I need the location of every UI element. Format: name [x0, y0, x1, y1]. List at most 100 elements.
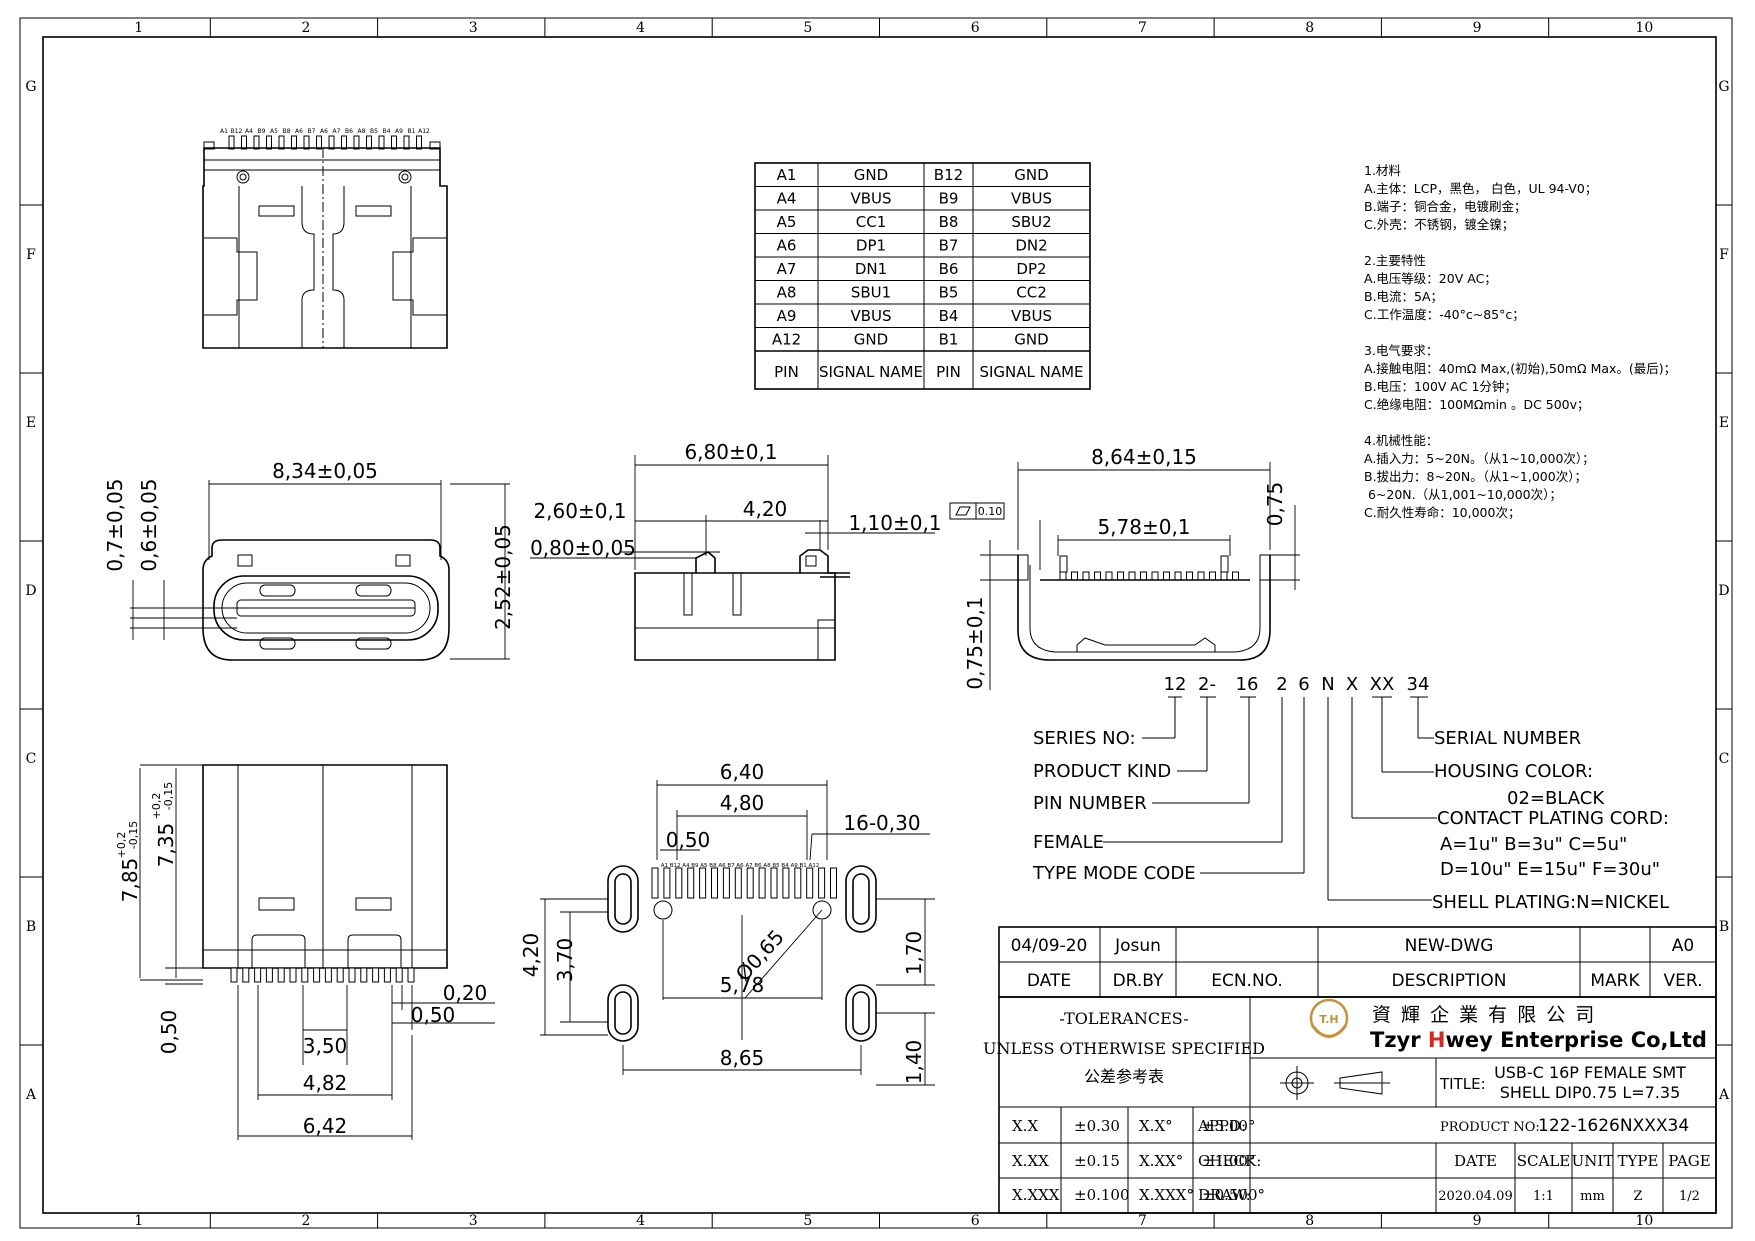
end-pin — [1151, 571, 1159, 581]
meta-value: 1:1 — [1533, 1189, 1554, 1204]
pin-table-cell: DN1 — [855, 260, 887, 278]
rev-ver: A0 — [1672, 936, 1694, 956]
bottom-050-dim: 0,50 — [157, 1010, 181, 1055]
end-right-dim: 0,75 — [1263, 482, 1287, 527]
bottom-h2-tol-upper: +0,2 — [150, 793, 163, 820]
spec-note-line: 4.机械性能： — [1364, 433, 1438, 448]
company-name-en: Tzyr Hwey Enterprise Co,Ltd — [1370, 1028, 1707, 1052]
grid-col-label-top: 3 — [469, 20, 478, 36]
pin-table-cell: GND — [1014, 331, 1048, 349]
part-number-segment: 2- — [1198, 674, 1216, 695]
fp-640-dim: 6,40 — [720, 760, 765, 784]
part-number-segment: N — [1321, 674, 1334, 695]
pin-table-header: SIGNAL NAME — [979, 363, 1083, 381]
meta-value: mm — [1580, 1189, 1605, 1204]
footprint-pad — [711, 867, 718, 899]
pin-table-cell: DP1 — [856, 237, 886, 255]
top-pin-label: A7 — [333, 128, 341, 135]
grid-row-label-left: D — [25, 583, 36, 599]
grid-row-label-left: F — [26, 247, 36, 263]
rev-desc: NEW-DWG — [1405, 936, 1494, 956]
meta-header: SCALE — [1517, 1152, 1571, 1170]
top-pin-label: A6 — [320, 128, 328, 135]
spec-note-line: A.接触电阻：40mΩ Max,(初始),50mΩ Max。(最后)； — [1364, 361, 1676, 376]
top-pin — [278, 135, 285, 150]
footprint-pad — [746, 867, 754, 899]
end-pin-tall — [1059, 555, 1068, 573]
hdr-ver: VER. — [1664, 971, 1703, 991]
check-label: CHECK: — [1198, 1152, 1261, 1170]
bottom-pin — [230, 967, 238, 983]
pin-table-header: PIN — [774, 363, 799, 381]
pin-table-cell: SBU1 — [851, 284, 891, 302]
footprint-pad — [770, 867, 778, 899]
spec-note-line — [1364, 235, 1368, 250]
part-number-segment: 34 — [1407, 674, 1430, 695]
top-pin-label: A8 — [358, 128, 366, 135]
bottom-pin — [301, 967, 309, 983]
end-pitch-dim: 5,78±0,1 — [1097, 515, 1190, 539]
grid-col-label-bottom: 5 — [803, 1213, 812, 1229]
part-number-segment: 2 — [1276, 674, 1287, 695]
hdr-desc: DESCRIPTION — [1391, 971, 1506, 991]
footprint-pad — [722, 867, 730, 899]
fp-370-dim: 3,70 — [553, 938, 577, 983]
end-pin — [1220, 571, 1228, 581]
tolerances-subtitle: UNLESS OTHERWISE SPECIFIED — [983, 1039, 1265, 1058]
pin-table-cell: CC1 — [856, 213, 887, 231]
product-no-label: PRODUCT NO: — [1440, 1120, 1540, 1135]
slot-bottom-left — [607, 984, 639, 1042]
fp-578-dim: 5,78 — [720, 973, 765, 997]
tolerance-cell: X.XX — [1012, 1152, 1049, 1170]
top-pin — [316, 135, 322, 150]
tolerance-cell: ±0.100 — [1074, 1186, 1130, 1204]
slot-bottom-right — [845, 984, 877, 1042]
part-number-segment: 12 — [1164, 674, 1187, 695]
part-number-segment: XX — [1370, 674, 1395, 695]
top-pin — [366, 135, 372, 150]
fp-pads-dim: 16-0,30 — [843, 811, 920, 835]
top-pin-label: B4 — [383, 128, 391, 135]
tolerance-cell: X.X — [1012, 1117, 1038, 1135]
grid-col-label-bottom: 1 — [134, 1213, 143, 1229]
side-d4-dim: 0,80±0,05 — [530, 536, 636, 560]
grid-col-label-top: 7 — [1138, 20, 1147, 36]
spec-note-line: A.主体：LCP，黑色， 白色，UL 94-V0； — [1364, 181, 1597, 196]
footprint-pad — [794, 867, 802, 899]
footprint-pad — [830, 867, 837, 899]
rev-date: 04/09-20 — [1011, 936, 1088, 956]
top-pin — [416, 135, 422, 150]
end-pin — [1071, 571, 1078, 581]
front-height-dim: 2,52±0,05 — [491, 524, 515, 630]
grid-col-label-top: 2 — [301, 20, 310, 36]
top-pin-label: B5 — [370, 128, 378, 135]
grid-col-label-top: 4 — [636, 20, 645, 36]
meta-header: UNIT — [1572, 1152, 1614, 1170]
spec-note-line: B.电压：100V AC 1分钟； — [1364, 379, 1517, 394]
tolerance-cell: ±0.15 — [1074, 1152, 1120, 1170]
pin-table-cell: VBUS — [1011, 190, 1052, 208]
top-pin-label: B9 — [258, 128, 266, 135]
housing-color-label: HOUSING COLOR: — [1434, 761, 1593, 782]
footprint-pad — [675, 867, 683, 899]
meta-value: 2020.04.09 — [1438, 1189, 1512, 1204]
bottom-pin — [383, 967, 391, 983]
bottom-pin — [348, 967, 356, 983]
pin-table-cell: A12 — [772, 331, 801, 349]
pin-table-cell: B7 — [939, 237, 959, 255]
footprint-pad — [651, 867, 659, 899]
grid-row-label-left: E — [26, 415, 36, 431]
grid-row-label-left: C — [26, 751, 37, 767]
meta-header: TYPE — [1618, 1152, 1659, 1170]
footprint-pad — [734, 867, 742, 899]
bottom-h1-dim: 7,85 — [118, 858, 142, 903]
spec-note-line: A.电压等级：20V AC； — [1364, 271, 1497, 286]
end-pin — [1094, 571, 1101, 581]
top-pin-label: A1 — [220, 128, 228, 135]
bottom-642-dim: 6,42 — [303, 1114, 348, 1138]
fp-170-dim: 1,70 — [902, 931, 926, 976]
bottom-pin — [265, 967, 273, 983]
